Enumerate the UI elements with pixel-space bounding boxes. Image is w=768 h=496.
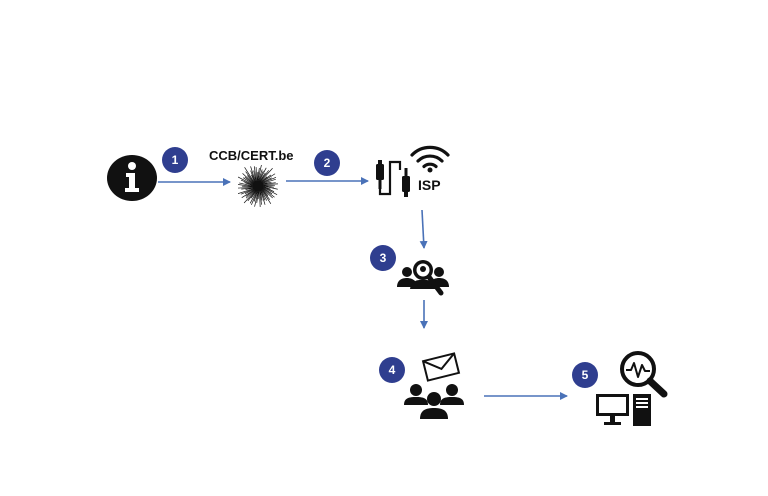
wifi-icon — [410, 145, 450, 173]
step-badge-4: 4 — [379, 357, 405, 383]
cert-logo-icon — [238, 165, 278, 207]
info-icon — [107, 155, 157, 201]
computer-icon — [596, 394, 651, 426]
step-badge-3: 3 — [370, 245, 396, 271]
connector-icon — [376, 160, 410, 197]
magnifier-pulse-icon — [620, 351, 668, 398]
users-search-icon — [397, 260, 449, 296]
isp-label: ISP — [418, 177, 441, 193]
step-badge-1: 1 — [162, 147, 188, 173]
users-group-icon — [404, 384, 464, 419]
step-badge-2: 2 — [314, 150, 340, 176]
arrow-3 — [419, 209, 428, 249]
step-badge-5: 5 — [572, 362, 598, 388]
cert-label: CCB/CERT.be — [209, 148, 294, 163]
mail-icon — [421, 352, 461, 382]
